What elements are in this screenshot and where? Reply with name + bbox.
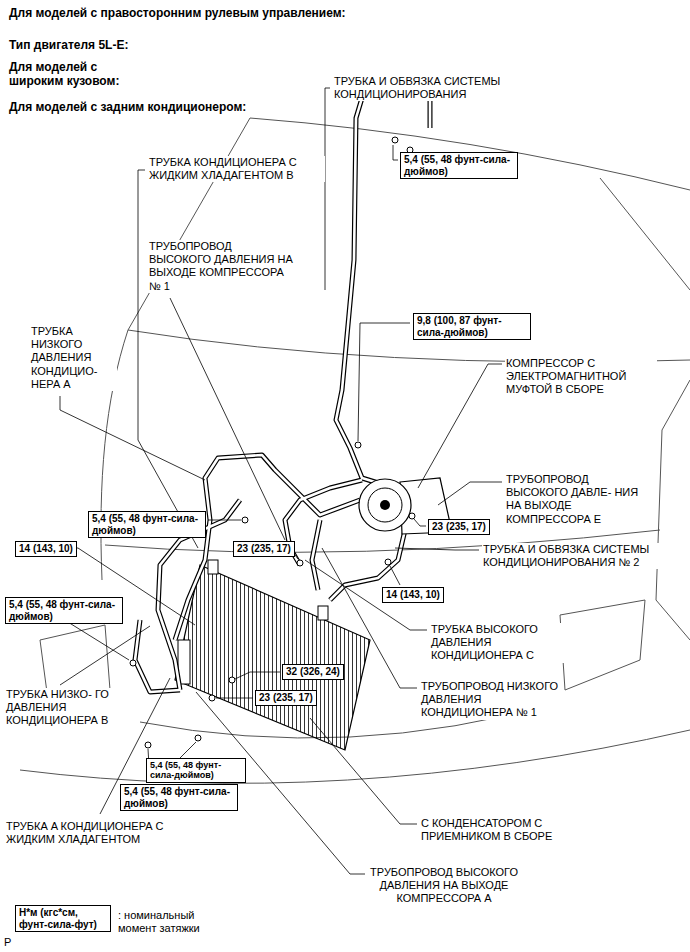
part-label: ТРУБКА НИЗКО- ГО ДАВЛЕНИЯ КОНДИЦИОНЕРА B xyxy=(5,688,122,728)
torque-value: 23 (235, 17) xyxy=(432,521,486,533)
nut xyxy=(385,559,391,565)
leader-line xyxy=(395,548,479,550)
torque-box: 5,4 (55, 48 фунт-сила-дюймов) xyxy=(400,152,518,179)
part-label: ТРУБКА A КОНДИЦИОНЕРА С ЖИДКИМ ХЛАДАГЕНТ… xyxy=(5,820,207,846)
leader-line xyxy=(418,364,502,488)
torque-value: 5,4 (55, 48 фунт-сила-дюймов) xyxy=(124,786,234,809)
bumper-line xyxy=(20,730,690,783)
clutch-pulley xyxy=(359,479,411,531)
leader-line xyxy=(393,145,398,160)
torque-value: 5,4 (55, 48 фунт-сила-дюймов) xyxy=(92,513,202,536)
torque-box: 9,8 (100, 87 фунт-сила-дюймов) xyxy=(413,313,531,340)
torque-value: 14 (143, 10) xyxy=(19,543,73,555)
nut xyxy=(229,677,235,683)
leader-line xyxy=(60,396,205,480)
nut xyxy=(409,513,415,519)
leader-line xyxy=(438,482,502,505)
part-label: ТРУБОПРОВОД НИЗКОГО ДАВЛЕНИЯ КОНДИЦИОНЕР… xyxy=(420,680,562,720)
bolt xyxy=(355,442,361,448)
torque-value: 14 (143, 10) xyxy=(386,589,440,601)
a-pillar xyxy=(600,178,690,290)
part-label: ТРУБКА НИЗКОГО ДАВЛЕНИЯ КОНДИЦИО- НЕРА A xyxy=(30,325,117,391)
leader-line xyxy=(325,88,330,290)
leader-line xyxy=(60,626,150,685)
part-label: ТРУБОПРОВОД ВЫСОКОГО ДАВЛЕ- НИЯ НА ВЫХОД… xyxy=(505,473,642,526)
leader-line xyxy=(414,519,426,526)
torque-value: 5,4 (55, 48 фунт-сила-дюймов) xyxy=(404,154,514,177)
torque-box: 5,4 (55, 48 фунт-сила-дюймов) xyxy=(88,511,206,538)
fender-line xyxy=(656,380,690,640)
part-label: ТРУБКА И ОБВЯЗКА СИСТЕМЫ КОНДИЦИОНИРОВАН… xyxy=(333,75,540,101)
leader-line xyxy=(390,566,400,585)
leader-line xyxy=(196,692,365,874)
part-label: С КОНДЕНСАТОРОМ С ПРИЕМНИКОМ В СБОРЕ xyxy=(420,817,612,843)
bolt xyxy=(130,660,136,666)
legend: : номинальный момент затяжки xyxy=(118,909,226,935)
a-pillar xyxy=(128,118,250,330)
bolt xyxy=(392,137,398,143)
bolts xyxy=(130,137,415,748)
torque-box: 23 (235, 17) xyxy=(428,519,490,535)
leader-line xyxy=(216,698,253,699)
figure-code: P xyxy=(3,936,12,949)
nut xyxy=(209,695,215,701)
torque-value: Н*м (кгс*см, фунт-сила-фут) xyxy=(19,907,107,930)
legend-sample-box: Н*м (кгс*см, фунт-сила-фут) xyxy=(15,905,111,932)
part-label: ТРУБКА ВЫСОКОГО ДАВЛЕНИЯ КОНДИЦИОНЕРА C xyxy=(430,623,567,663)
legend-item: : номинальный момент затяжки xyxy=(118,909,226,935)
torque-value: 5,4 (55, 48 фунт-сила-дюймов) xyxy=(150,760,242,781)
leader-line xyxy=(138,170,198,548)
nut xyxy=(297,560,303,566)
clutch-plate xyxy=(368,488,402,522)
torque-value: 9,8 (100, 87 фунт-сила-дюймов) xyxy=(417,315,527,338)
leader-line xyxy=(208,520,241,521)
torque-box: 23 (235, 17) xyxy=(255,690,317,706)
torque-box: 32 (326, 24) xyxy=(282,664,344,680)
heading-note: Для моделей с широким кузовом: xyxy=(8,60,135,89)
part-label: ТРУБКА КОНДИЦИОНЕРА С ЖИДКИМ ХЛАДАГЕНТОМ… xyxy=(148,156,325,182)
torque-value: 23 (235, 17) xyxy=(259,692,313,704)
heading-note: Тип двигателя 5L-E: xyxy=(8,38,129,52)
clutch-hub xyxy=(380,500,390,510)
heading-note: Для моделей с задним кондиционером: xyxy=(8,100,247,114)
legend-text: : номинальный момент затяжки xyxy=(118,909,200,934)
bolt xyxy=(242,517,248,523)
part-label: ТРУБОПРОВОД ВЫСОКОГО ДАВЛЕНИЯ НА ВЫХОДЕ … xyxy=(148,240,295,293)
condenser-bracket xyxy=(208,560,218,574)
part-label: КОМПРЕССОР С ЭЛЕКТРОМАГНИТНОЙ МУФТОЙ В С… xyxy=(505,357,657,397)
torque-value: 5,4 (55, 48 фунт-сила-дюймов) xyxy=(9,599,119,622)
nut xyxy=(195,735,201,741)
leader-line xyxy=(235,672,280,679)
torque-box: 14 (143, 10) xyxy=(15,541,77,557)
torque-box: 14 (143, 10) xyxy=(382,587,444,603)
leader-lines xyxy=(55,88,502,874)
headlight xyxy=(560,600,645,690)
leader-line xyxy=(180,742,196,758)
bolt xyxy=(145,742,151,748)
condenser-bracket xyxy=(318,606,328,620)
part-label: ТРУБКА И ОБВЯЗКА СИСТЕМЫ КОНДИЦИОНИРОВАН… xyxy=(482,543,684,569)
torque-value: 23 (235, 17) xyxy=(237,543,291,555)
heading: Для моделей с правосторонним рулевым упр… xyxy=(8,6,347,20)
torque-value: 32 (326, 24) xyxy=(286,666,340,678)
leader-line xyxy=(310,718,417,824)
leader-line xyxy=(170,298,285,540)
torque-box: 5,4 (55, 48 фунт-сила-дюймов) xyxy=(120,784,238,811)
leader-line xyxy=(358,323,410,441)
torque-box: 5,4 (55, 48 фунт-сила-дюймов) xyxy=(5,597,123,624)
torque-box: 23 (235, 17) xyxy=(233,541,295,557)
torque-box: 5,4 (55, 48 фунт-сила-дюймов) xyxy=(146,758,246,783)
part-label: ТРУБОПРОВОД ВЫСОКОГО ДАВЛЕНИЯ НА ВЫХОДЕ … xyxy=(368,866,520,906)
